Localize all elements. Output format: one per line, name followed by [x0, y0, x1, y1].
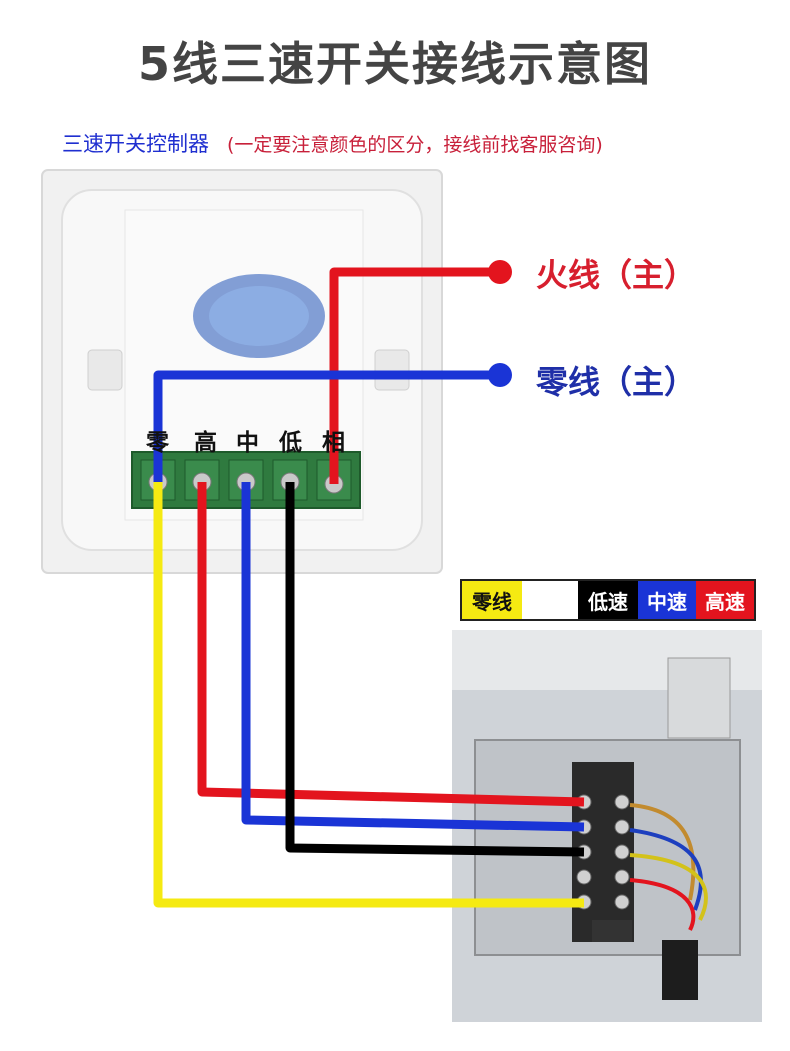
wire-zero-main [153, 370, 500, 482]
terminal-label-zero: 零 [146, 430, 169, 456]
terminal-label-high: 高 [194, 430, 217, 456]
zero-end-dot [488, 363, 512, 387]
label-fire-main: 火线（主） [536, 256, 697, 294]
legend-high: 高速 [696, 581, 754, 619]
wire-fire-main [329, 267, 500, 484]
legend-gap [522, 581, 578, 619]
subtitle-main: 三速开关控制器 [62, 132, 209, 156]
motor-lead-3 [629, 853, 708, 921]
motor-terminal-cap [592, 920, 632, 942]
legend-low: 低速 [578, 581, 638, 619]
legend-zero: 零线 [462, 581, 522, 619]
motor-lead-2 [629, 828, 703, 911]
color-legend: 零线 低速 中速 高速 [460, 579, 756, 621]
legend-mid: 中速 [638, 581, 696, 619]
terminal-label-low: 低 [279, 430, 302, 456]
plate-slot-right [374, 349, 410, 391]
motor-lead-1 [629, 803, 696, 901]
label-zero-main: 零线（主） [536, 363, 697, 401]
subtitle-note: (一定要注意颜色的区分，接线前找客服咨询) [227, 134, 603, 156]
wire-high [197, 482, 585, 807]
motor-bracket [667, 657, 731, 739]
wire-mid [241, 482, 585, 832]
fire-end-dot [488, 260, 512, 284]
motor-lead-4 [629, 878, 696, 931]
motor-cable-gland [662, 940, 698, 1000]
page-title: 5线三速开关接线示意图 [137, 37, 652, 91]
wire-neutral [153, 482, 584, 908]
logo-seal-inner [209, 286, 309, 346]
subtitle: 三速开关控制器 (一定要注意颜色的区分，接线前找客服咨询) [62, 128, 603, 158]
terminal-label-phase: 相 [322, 430, 345, 456]
plate-slot-left [87, 349, 123, 391]
wire-low [285, 482, 585, 857]
terminal-label-mid: 中 [236, 430, 259, 456]
